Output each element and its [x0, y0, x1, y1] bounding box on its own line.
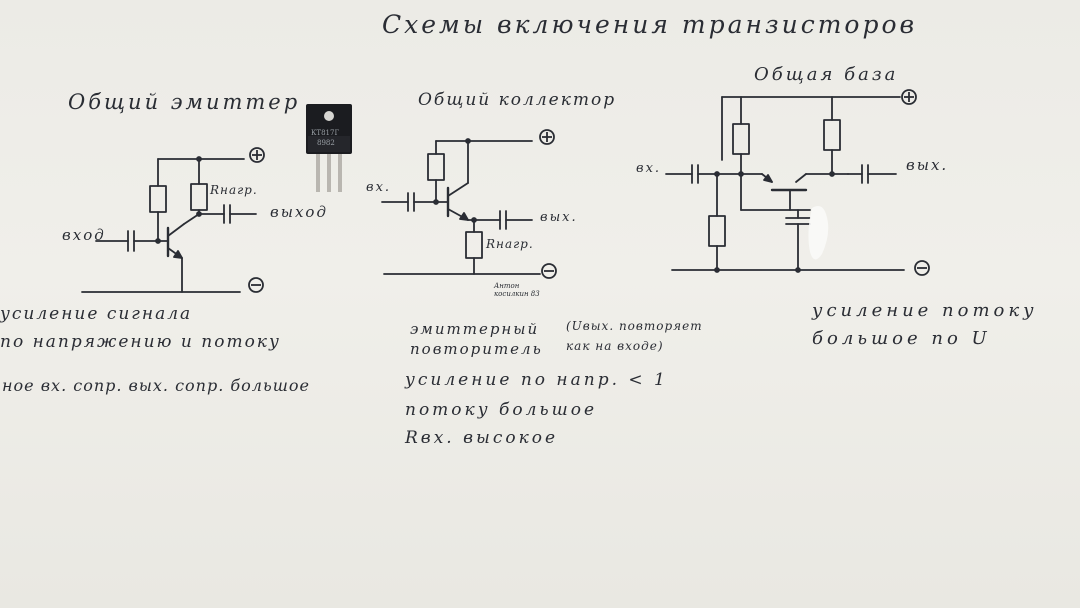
common-collector-heading: Общий коллектор — [418, 90, 617, 110]
cc-note-gain-1: усиление по напр. < 1 — [405, 370, 668, 390]
common-collector-circuit — [381, 138, 541, 275]
ce-note-gain-detail: по напряжению и потоку — [0, 332, 281, 352]
ce-load-label: Rнагр. — [210, 183, 258, 197]
page-title: Схемы включения транзисторов — [382, 10, 918, 39]
transistor-component-icon — [306, 104, 352, 192]
transistor-marking-2: 8982 — [317, 139, 335, 147]
common-emitter-heading: Общий эмиттер — [68, 90, 301, 114]
cc-note-paren-1: (Uвых. повторяет — [566, 319, 703, 333]
cc-note-name-1: эмиттерный — [410, 320, 540, 338]
cc-input-label: вх. — [366, 180, 392, 195]
ce-output-label: выход — [270, 203, 328, 221]
cc-load-label: Rнагр. — [486, 237, 534, 251]
ce-input-label: вход — [62, 226, 106, 244]
common-base-heading: Общая база — [754, 64, 899, 85]
ce-note-impedance: ное вх. сопр. вых. сопр. большое — [2, 376, 310, 395]
cc-ground-note: Антон косилкин 83 — [494, 282, 540, 299]
cb-note-gain-1: усиление потоку — [812, 300, 1038, 321]
cb-output-label: вых. — [906, 156, 949, 174]
common-emitter-circuit — [81, 156, 257, 293]
ce-note-gain: усиление сигнала — [0, 304, 193, 324]
cb-note-gain-2: большое по U — [812, 328, 991, 349]
cc-note-paren-2: как на входе) — [566, 339, 664, 353]
cc-note-rin: Rвх. высокое — [405, 428, 559, 448]
cb-input-label: вх. — [636, 161, 662, 176]
cc-output-label: вых. — [540, 210, 578, 225]
transistor-marking-1: КТ817Г — [311, 129, 340, 137]
cc-note-name-2: повторитель — [410, 340, 543, 358]
common-base-circuit — [665, 96, 905, 273]
cc-note-gain-2: потоку большое — [405, 400, 598, 420]
correction-fluid-mark — [808, 206, 829, 260]
